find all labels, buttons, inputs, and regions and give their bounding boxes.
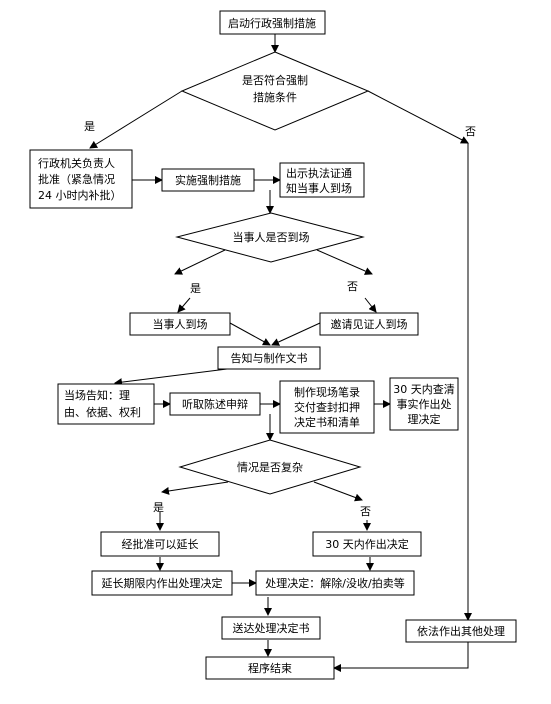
node-party-present: 当事人到场 <box>129 312 231 336</box>
party-present-label: 当事人到场 <box>153 317 208 331</box>
approval-line-1: 行政机关负责人 <box>38 156 115 170</box>
node-decide-30days-b: 30 天内作出决定 <box>312 531 422 557</box>
decide-in-extension-label: 延长期限内作出处理决定 <box>102 576 223 590</box>
edge-yes2-down <box>177 297 191 313</box>
node-inform-onsite: 当场告知：理 由、依据、权利 <box>57 383 155 425</box>
hear-statement-label: 听取陈述申辩 <box>182 397 248 411</box>
end-label: 程序结束 <box>248 661 292 675</box>
node-hear-statement: 听取陈述申辩 <box>169 392 261 416</box>
lawful-handling-label: 依法作出其他处理 <box>417 624 505 638</box>
node-end: 程序结束 <box>205 656 335 680</box>
node-extend-approval: 经批准可以延长 <box>100 531 220 557</box>
handling-decision-label: 处理决定：解除/没收/拍卖等 <box>265 576 404 590</box>
node-make-record: 制作现场笔录 交付查封扣押 决定书和清单 <box>279 380 375 434</box>
edge-decision2-no <box>316 249 373 275</box>
node-implement: 实施强制措施 <box>161 168 255 192</box>
deliver-decision-label: 送达处理决定书 <box>233 621 310 635</box>
inform-onsite-line-2: 由、依据、权利 <box>64 405 141 419</box>
approval-line-2: 批准（紧急情况 <box>38 172 115 186</box>
edge-label-no-3: 否 <box>360 505 371 518</box>
node-decide-in-extension: 延长期限内作出处理决定 <box>91 570 233 596</box>
node-deliver-decision: 送达处理决定书 <box>221 616 321 640</box>
edge-label-yes-1: 是 <box>84 120 95 133</box>
decision-party-present-label: 当事人是否到场 <box>233 230 310 244</box>
edge-label-yes-2: 是 <box>190 282 201 295</box>
approval-line-3: 24 小时内补批） <box>38 188 122 202</box>
decide-30days-a-line-1: 30 天内查清 <box>393 382 455 396</box>
edge-decision3-no <box>313 481 363 502</box>
edge-decision1-yes <box>89 90 183 149</box>
edge-inform-to-onsite <box>114 367 236 387</box>
edge-no2-down <box>364 297 377 313</box>
decision-complex-label: 情况是否复杂 <box>237 460 303 474</box>
edge-label-yes-3: 是 <box>153 501 164 514</box>
decide-30days-b-label: 30 天内作出决定 <box>325 537 409 551</box>
node-handling-decision: 处理决定：解除/没收/拍卖等 <box>255 570 415 596</box>
decision-conditions-line-2: 措施条件 <box>253 90 297 104</box>
decide-30days-a-line-3: 理决定 <box>408 412 441 426</box>
show-credential-line-1: 出示执法证通 <box>286 166 352 180</box>
decision-conditions-line-1: 是否符合强制 <box>242 73 308 87</box>
node-decision-party-present: 当事人是否到场 <box>175 212 365 263</box>
extend-approval-label: 经批准可以延长 <box>122 537 199 551</box>
show-credential-line-2: 知当事人到场 <box>286 181 352 195</box>
decide-30days-a-line-2: 事实作出处 <box>397 397 452 411</box>
edge-decision1-no <box>367 90 469 144</box>
node-inform-and-record: 告知与制作文书 <box>217 346 321 370</box>
make-record-line-2: 交付查封扣押 <box>294 400 360 414</box>
edge-label-no-1: 否 <box>465 125 476 138</box>
inform-onsite-line-1: 当场告知：理 <box>64 388 130 402</box>
make-record-line-3: 决定书和清单 <box>294 415 360 429</box>
invite-witness-label: 邀请见证人到场 <box>331 317 408 331</box>
node-start: 启动行政强制措施 <box>219 10 326 35</box>
implement-label: 实施强制措施 <box>175 173 241 187</box>
node-decision-complex: 情况是否复杂 <box>178 439 362 495</box>
node-decide-30days-a: 30 天内查清 事实作出处 理决定 <box>389 377 459 431</box>
node-start-label: 启动行政强制措施 <box>228 16 316 30</box>
make-record-line-1: 制作现场笔录 <box>294 385 360 399</box>
node-approval: 行政机关负责人 批准（紧急情况 24 小时内补批） <box>29 149 133 209</box>
edge-label-no-2: 否 <box>347 280 358 293</box>
node-show-credential: 出示执法证通 知当事人到场 <box>279 162 365 198</box>
edge-decision3-yes <box>161 481 229 495</box>
edge-lawful-to-end <box>333 642 469 672</box>
edge-party-to-inform <box>229 322 271 346</box>
inform-and-record-label: 告知与制作文书 <box>231 351 308 365</box>
node-decision-conditions: 是否符合强制 措施条件 <box>180 51 370 131</box>
edge-witness-to-inform <box>271 322 321 346</box>
edge-decision2-yes <box>174 249 226 275</box>
node-invite-witness: 邀请见证人到场 <box>319 312 419 336</box>
node-lawful-handling: 依法作出其他处理 <box>405 619 517 643</box>
edges <box>89 34 472 672</box>
